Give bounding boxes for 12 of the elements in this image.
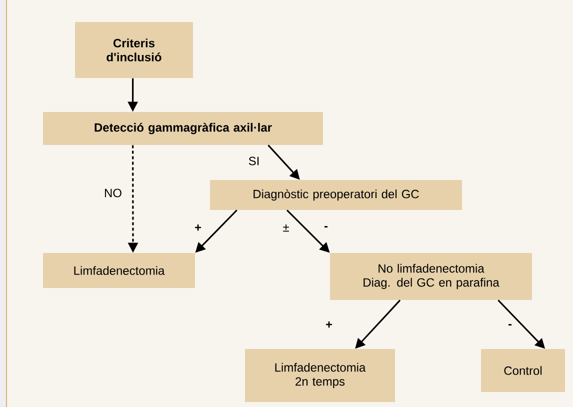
- edge-label: NO: [103, 188, 123, 198]
- edge-label: -: [323, 225, 329, 231]
- sign-label: ±: [283, 224, 289, 232]
- process-box: Criteris d'inclusió: [75, 22, 193, 78]
- process-box: Limfadenectomia 2n temps: [245, 349, 395, 402]
- process-box: Limfadenectomia: [43, 253, 195, 288]
- process-box: No limfadenectomia Diag. del GC en parafina: [330, 253, 532, 300]
- process-box: Detecció gammagràfica axil·lar: [43, 112, 323, 145]
- process-box: Diagnòstic preoperatori del GC: [210, 180, 462, 210]
- edge-label: -: [507, 323, 513, 329]
- edge-label: SI: [247, 156, 261, 166]
- process-box: Control: [481, 349, 565, 392]
